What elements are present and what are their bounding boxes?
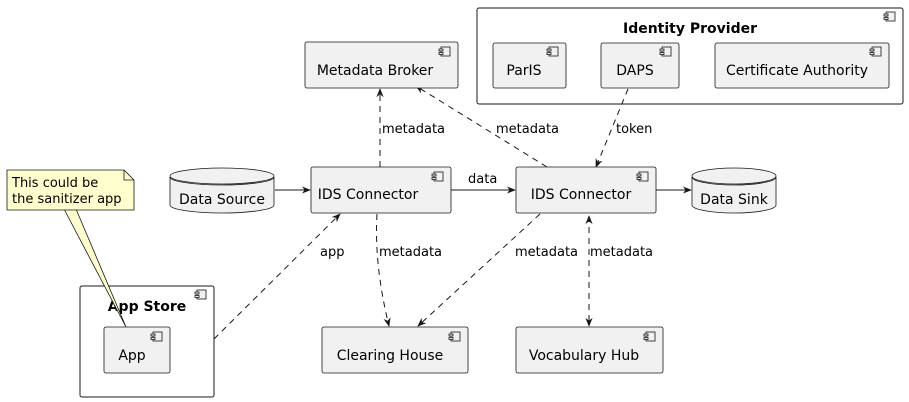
vocabulary-hub-label: Vocabulary Hub — [529, 348, 639, 364]
identity-provider-title: Identity Provider — [623, 21, 757, 37]
ids-connector-left-label: IDS Connector — [318, 187, 419, 203]
clearing-house-label: Clearing House — [337, 348, 444, 364]
edge-conn2-to-broker — [415, 85, 548, 168]
label-conn1-to-clearing: metadata — [379, 245, 442, 260]
label-conn1-to-broker: metadata — [382, 122, 445, 137]
app-component[interactable]: App — [103, 326, 171, 374]
edges — [63, 85, 692, 340]
data-sink-label: Data Sink — [700, 192, 769, 208]
ids-connector-left-component[interactable]: IDS Connector — [310, 166, 452, 214]
metadata-broker-label: Metadata Broker — [317, 63, 434, 79]
edge-conn1-to-clearing — [376, 213, 391, 327]
data-sink-database[interactable]: Data Sink — [691, 167, 777, 214]
edge-daps-to-conn2 — [595, 88, 629, 168]
label-conn2-to-clearing: metadata — [515, 245, 578, 260]
data-source-database[interactable]: Data Source — [169, 167, 275, 214]
note-line-1: This could be — [11, 176, 98, 191]
note: This could be the sanitizer app — [6, 169, 135, 211]
certificate-authority-label: Certificate Authority — [726, 63, 868, 79]
data-source-label: Data Source — [179, 192, 265, 208]
note-line-2: the sanitizer app — [12, 192, 122, 207]
label-conn1-to-conn2: data — [468, 172, 497, 187]
app-store-title: App Store — [108, 299, 187, 315]
ids-connector-right-component[interactable]: IDS Connector — [515, 166, 657, 214]
label-conn2-to-broker: metadata — [496, 122, 559, 137]
paris-component[interactable]: ParIS — [492, 42, 567, 89]
daps-label: DAPS — [616, 63, 654, 79]
vocabulary-hub-component[interactable]: Vocabulary Hub — [515, 326, 664, 374]
edge-app-to-conn1 — [213, 213, 341, 340]
clearing-house-component[interactable]: Clearing House — [321, 326, 469, 374]
ids-connector-right-label: IDS Connector — [531, 187, 632, 203]
edge-labels: metadata metadata token data app metadat… — [320, 122, 653, 260]
label-app-to-conn1: app — [320, 245, 344, 260]
label-conn2-vocab: metadata — [590, 245, 653, 260]
edge-conn2-to-clearing — [417, 213, 541, 327]
certificate-authority-component[interactable]: Certificate Authority — [714, 42, 890, 89]
label-daps-to-conn2: token — [616, 122, 652, 137]
metadata-broker-component[interactable]: Metadata Broker — [304, 41, 459, 89]
daps-component[interactable]: DAPS — [600, 42, 680, 89]
app-label: App — [118, 348, 145, 364]
paris-label: ParIS — [506, 63, 541, 79]
